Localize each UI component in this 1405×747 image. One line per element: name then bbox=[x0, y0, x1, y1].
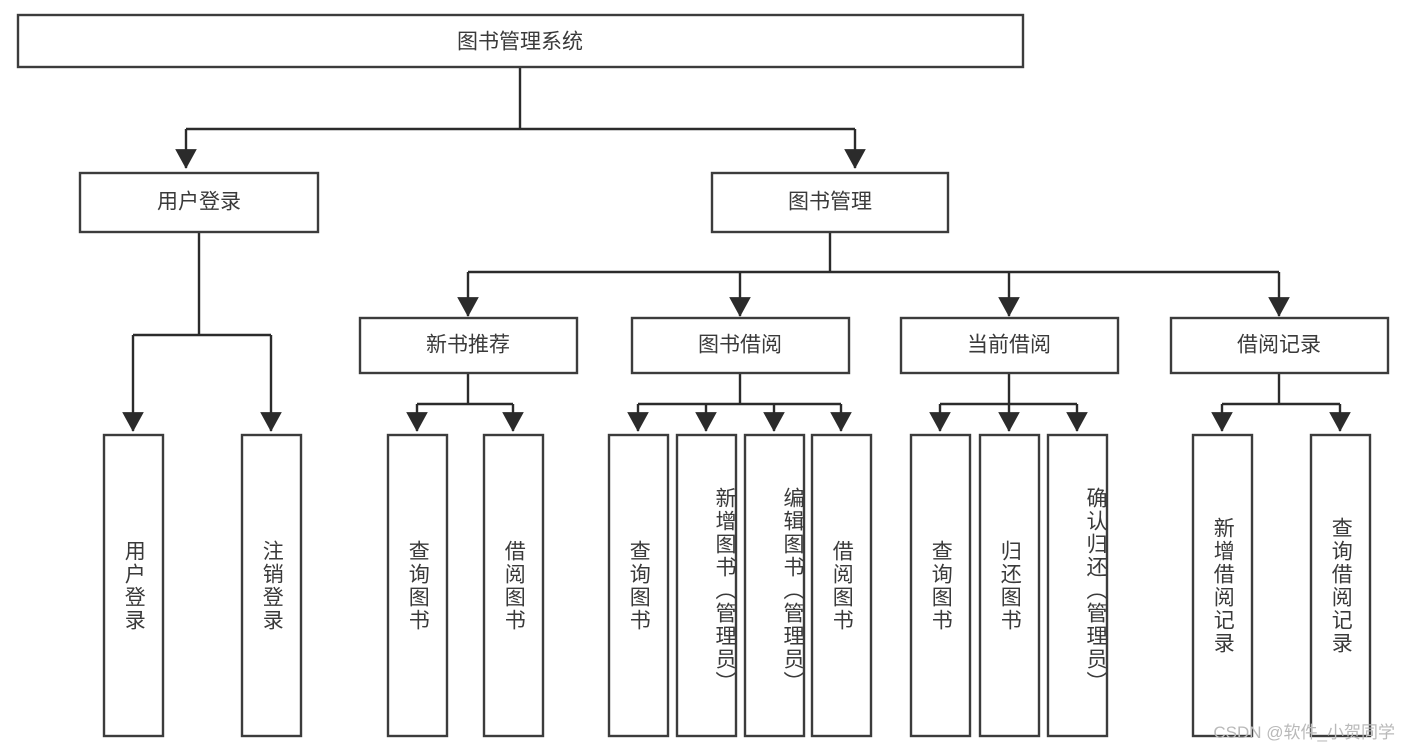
leaf-node-query-record[interactable] bbox=[1309, 433, 1372, 738]
leaf-node-user-login[interactable] bbox=[102, 433, 165, 738]
leaf-node-add-record[interactable] bbox=[1191, 433, 1254, 738]
leaf-node-query-book-2[interactable] bbox=[607, 433, 670, 738]
leaf-node-edit-book[interactable] bbox=[743, 433, 806, 738]
node-book-borrow-label: 图书借阅 bbox=[698, 334, 782, 357]
connector-current-borrow-to-leaves bbox=[929, 373, 1088, 432]
leaf-node-borrow-book-1[interactable] bbox=[482, 433, 545, 738]
leaf-node-user-logout[interactable] bbox=[240, 433, 303, 738]
node-user-login[interactable]: 用户登录 bbox=[78, 171, 320, 234]
leaf-node-query-book-1[interactable] bbox=[386, 433, 449, 738]
node-book-manage[interactable]: 图书管理 bbox=[710, 171, 950, 234]
node-borrow-record-label: 借阅记录 bbox=[1237, 334, 1321, 357]
node-borrow-record[interactable]: 借阅记录 bbox=[1169, 316, 1390, 375]
leaf-node-confirm-return[interactable] bbox=[1046, 433, 1109, 738]
node-root[interactable]: 图书管理系统 bbox=[16, 13, 1025, 69]
node-new-book-recommend[interactable]: 新书推荐 bbox=[358, 316, 579, 375]
node-root-label: 图书管理系统 bbox=[457, 31, 583, 54]
csdn-watermark: CSDN @软件_小贺同学 bbox=[1213, 723, 1395, 742]
connector-user-login-to-leaves bbox=[122, 232, 282, 432]
connector-book-borrow-to-leaves bbox=[627, 373, 852, 432]
node-book-manage-label: 图书管理 bbox=[788, 191, 872, 214]
node-current-borrow-label: 当前借阅 bbox=[967, 334, 1051, 357]
leaf-node-query-book-3[interactable] bbox=[909, 433, 972, 738]
node-new-book-recommend-label: 新书推荐 bbox=[426, 334, 510, 357]
connector-root-to-level2 bbox=[175, 67, 866, 169]
leaf-node-borrow-book-2[interactable] bbox=[810, 433, 873, 738]
connector-book-manage-to-level3 bbox=[457, 232, 1290, 317]
leaf-node-add-book[interactable] bbox=[675, 433, 738, 738]
connector-borrow-record-to-leaves bbox=[1211, 373, 1351, 432]
node-current-borrow[interactable]: 当前借阅 bbox=[899, 316, 1120, 375]
node-user-login-label: 用户登录 bbox=[157, 191, 241, 214]
node-book-borrow[interactable]: 图书借阅 bbox=[630, 316, 851, 375]
leaf-node-return-book[interactable] bbox=[978, 433, 1041, 738]
connector-new-book-recommend-to-leaves bbox=[406, 373, 524, 432]
